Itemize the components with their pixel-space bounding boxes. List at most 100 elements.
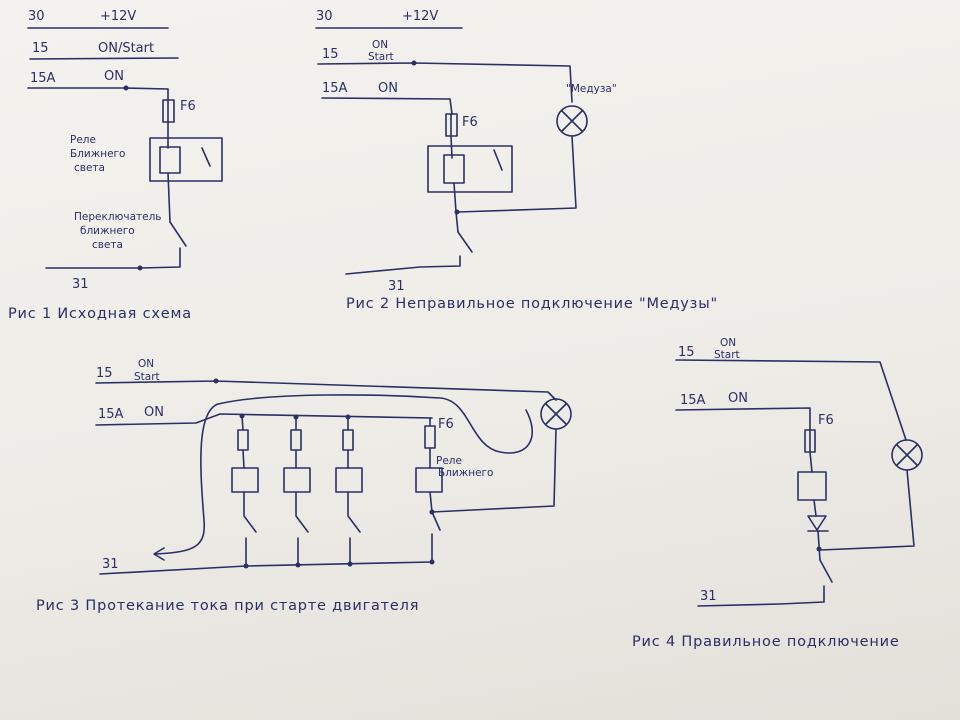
fig4-label-31: 31	[700, 589, 717, 604]
fig1-relay-label-3: света	[74, 162, 105, 174]
fig2-relay-coil	[443, 154, 465, 184]
fig4-bus-15a	[675, 407, 811, 431]
fig3-relay-label-2: Ближнего	[438, 467, 493, 479]
fig2-relay-housing	[427, 145, 513, 193]
fig3-junction	[347, 561, 353, 567]
fig1-switch	[169, 221, 187, 247]
figure-2-incorrect-connection: 30 +12V 15 ON Start 15A ON "Медуза" F6 3…	[315, 9, 718, 312]
fig1-relay-label-2: Ближнего	[70, 148, 125, 160]
fig1-label-15a: 15A	[30, 71, 56, 86]
fig3-junction	[243, 563, 249, 569]
fig2-lamp-cross	[561, 110, 583, 132]
fig1-label-15: 15	[32, 41, 49, 56]
fig3-current-path	[155, 394, 534, 555]
fig1-switch-label-2: ближнего	[80, 225, 135, 237]
fig3-relay-branch-4	[415, 417, 443, 563]
fig1-junction	[123, 85, 129, 91]
fig3-junction	[295, 562, 301, 568]
fig2-label-15a: 15A	[322, 81, 348, 96]
fig4-lamp-cross	[896, 444, 918, 466]
fig4-switch	[819, 559, 833, 583]
fig1-ground-line	[45, 247, 181, 269]
figure-1-original-circuit: 30 +12V 15 ON/Start 15A ON F6 Реле Ближн…	[8, 9, 223, 322]
fig2-relay-contact	[493, 149, 503, 171]
fig4-relay-coil	[797, 471, 827, 501]
fig3-lamp-return	[431, 428, 557, 513]
fig1-relay-coil	[159, 146, 181, 174]
fig2-ground-line	[345, 255, 461, 275]
fig3-ground-line	[99, 561, 433, 575]
fig3-relay-branch-2	[283, 414, 311, 567]
fig1-label-on: ON	[104, 69, 124, 84]
figure-3-current-flow-at-start: 15 ON Start 15A ON F6 Реле Ближнего 31 Р…	[36, 358, 572, 614]
fig3-relay-branch-3	[335, 414, 363, 567]
fig4-caption: Рис 4 Правильное подключение	[632, 634, 900, 650]
fig3-bus-15	[95, 380, 557, 401]
fig1-switch-label-3: света	[92, 239, 123, 251]
fig2-lamp-label: "Медуза"	[566, 83, 617, 95]
fig2-caption: Рис 2 Неправильное подключение "Медузы"	[346, 296, 718, 312]
fig1-junction	[137, 265, 143, 271]
fig1-bus-15	[29, 57, 179, 60]
fig3-relay-branch-1	[231, 413, 259, 567]
fig4-bus-15	[675, 359, 907, 441]
fig3-label-15a: 15A	[98, 407, 124, 422]
fig1-wire	[167, 172, 171, 223]
fig1-caption: Рис 1 Исходная схема	[8, 306, 192, 322]
fig1-label-30: 30	[28, 9, 45, 24]
fig1-label-12v: +12V	[100, 9, 136, 24]
fig1-label-on-start: ON/Start	[98, 41, 154, 56]
fig3-label-fuse: F6	[438, 417, 454, 432]
fig1-label-fuse: F6	[180, 99, 196, 114]
figure-4-correct-connection: 15 ON Start 15A ON F6 31 Рис 4 Правильно…	[632, 337, 923, 650]
fig2-label-12v: +12V	[402, 9, 438, 24]
fig2-junction	[411, 60, 417, 66]
fig3-lamp-cross	[545, 403, 567, 425]
fig3-junction	[213, 378, 219, 384]
fig2-label-31: 31	[388, 279, 405, 294]
fig4-label-15: 15	[678, 345, 695, 360]
fig4-label-on: ON	[720, 337, 736, 349]
fig2-junction	[454, 209, 460, 215]
fig2-wire	[453, 182, 459, 233]
fig2-label-30: 30	[316, 9, 333, 24]
fig1-bus-15a	[27, 87, 169, 90]
fig3-relay-label-1: Реле	[436, 455, 462, 467]
fig4-wire	[813, 499, 817, 517]
fig2-label-start: Start	[368, 51, 394, 63]
fig1-relay-housing	[149, 137, 223, 182]
fig3-label-15: 15	[96, 366, 113, 381]
fig4-label-15a: 15A	[680, 393, 706, 408]
fig4-wire	[809, 451, 813, 473]
fig3-label-31: 31	[102, 557, 119, 572]
fig3-junction	[429, 559, 435, 565]
fig2-switch	[457, 231, 473, 253]
fig4-lamp-return	[819, 469, 915, 551]
fig2-bus-15a	[321, 97, 453, 115]
fig4-label-fuse: F6	[818, 413, 834, 428]
fig3-caption: Рис 3 Протекание тока при старте двигате…	[36, 598, 419, 614]
fig1-relay-label-1: Реле	[70, 134, 96, 146]
fig2-label-on: ON	[372, 39, 388, 51]
fig4-label-start: Start	[714, 349, 740, 361]
fig3-label-on: ON	[138, 358, 154, 370]
fig3-label-start: Start	[134, 371, 160, 383]
fig3-bus-15a	[95, 413, 433, 426]
fig1-label-31: 31	[72, 277, 89, 292]
fig1-switch-label-1: Переключатель	[74, 211, 162, 223]
fig2-label-15: 15	[322, 47, 339, 62]
fig4-wire	[817, 530, 821, 561]
fig4-label-on-15a: ON	[728, 391, 748, 406]
fig2-label-fuse: F6	[462, 115, 478, 130]
fig2-bus-15	[317, 62, 573, 103]
fig4-ground-line	[697, 585, 825, 607]
fig2-label-on-15a: ON	[378, 81, 398, 96]
fig1-relay-contact	[201, 147, 211, 167]
fig3-current-arrow	[153, 547, 165, 561]
fig2-lamp-return	[457, 135, 577, 213]
fig4-junction	[816, 546, 822, 552]
fig4-diode	[807, 515, 827, 531]
fig3-label-on-15a: ON	[144, 405, 164, 420]
